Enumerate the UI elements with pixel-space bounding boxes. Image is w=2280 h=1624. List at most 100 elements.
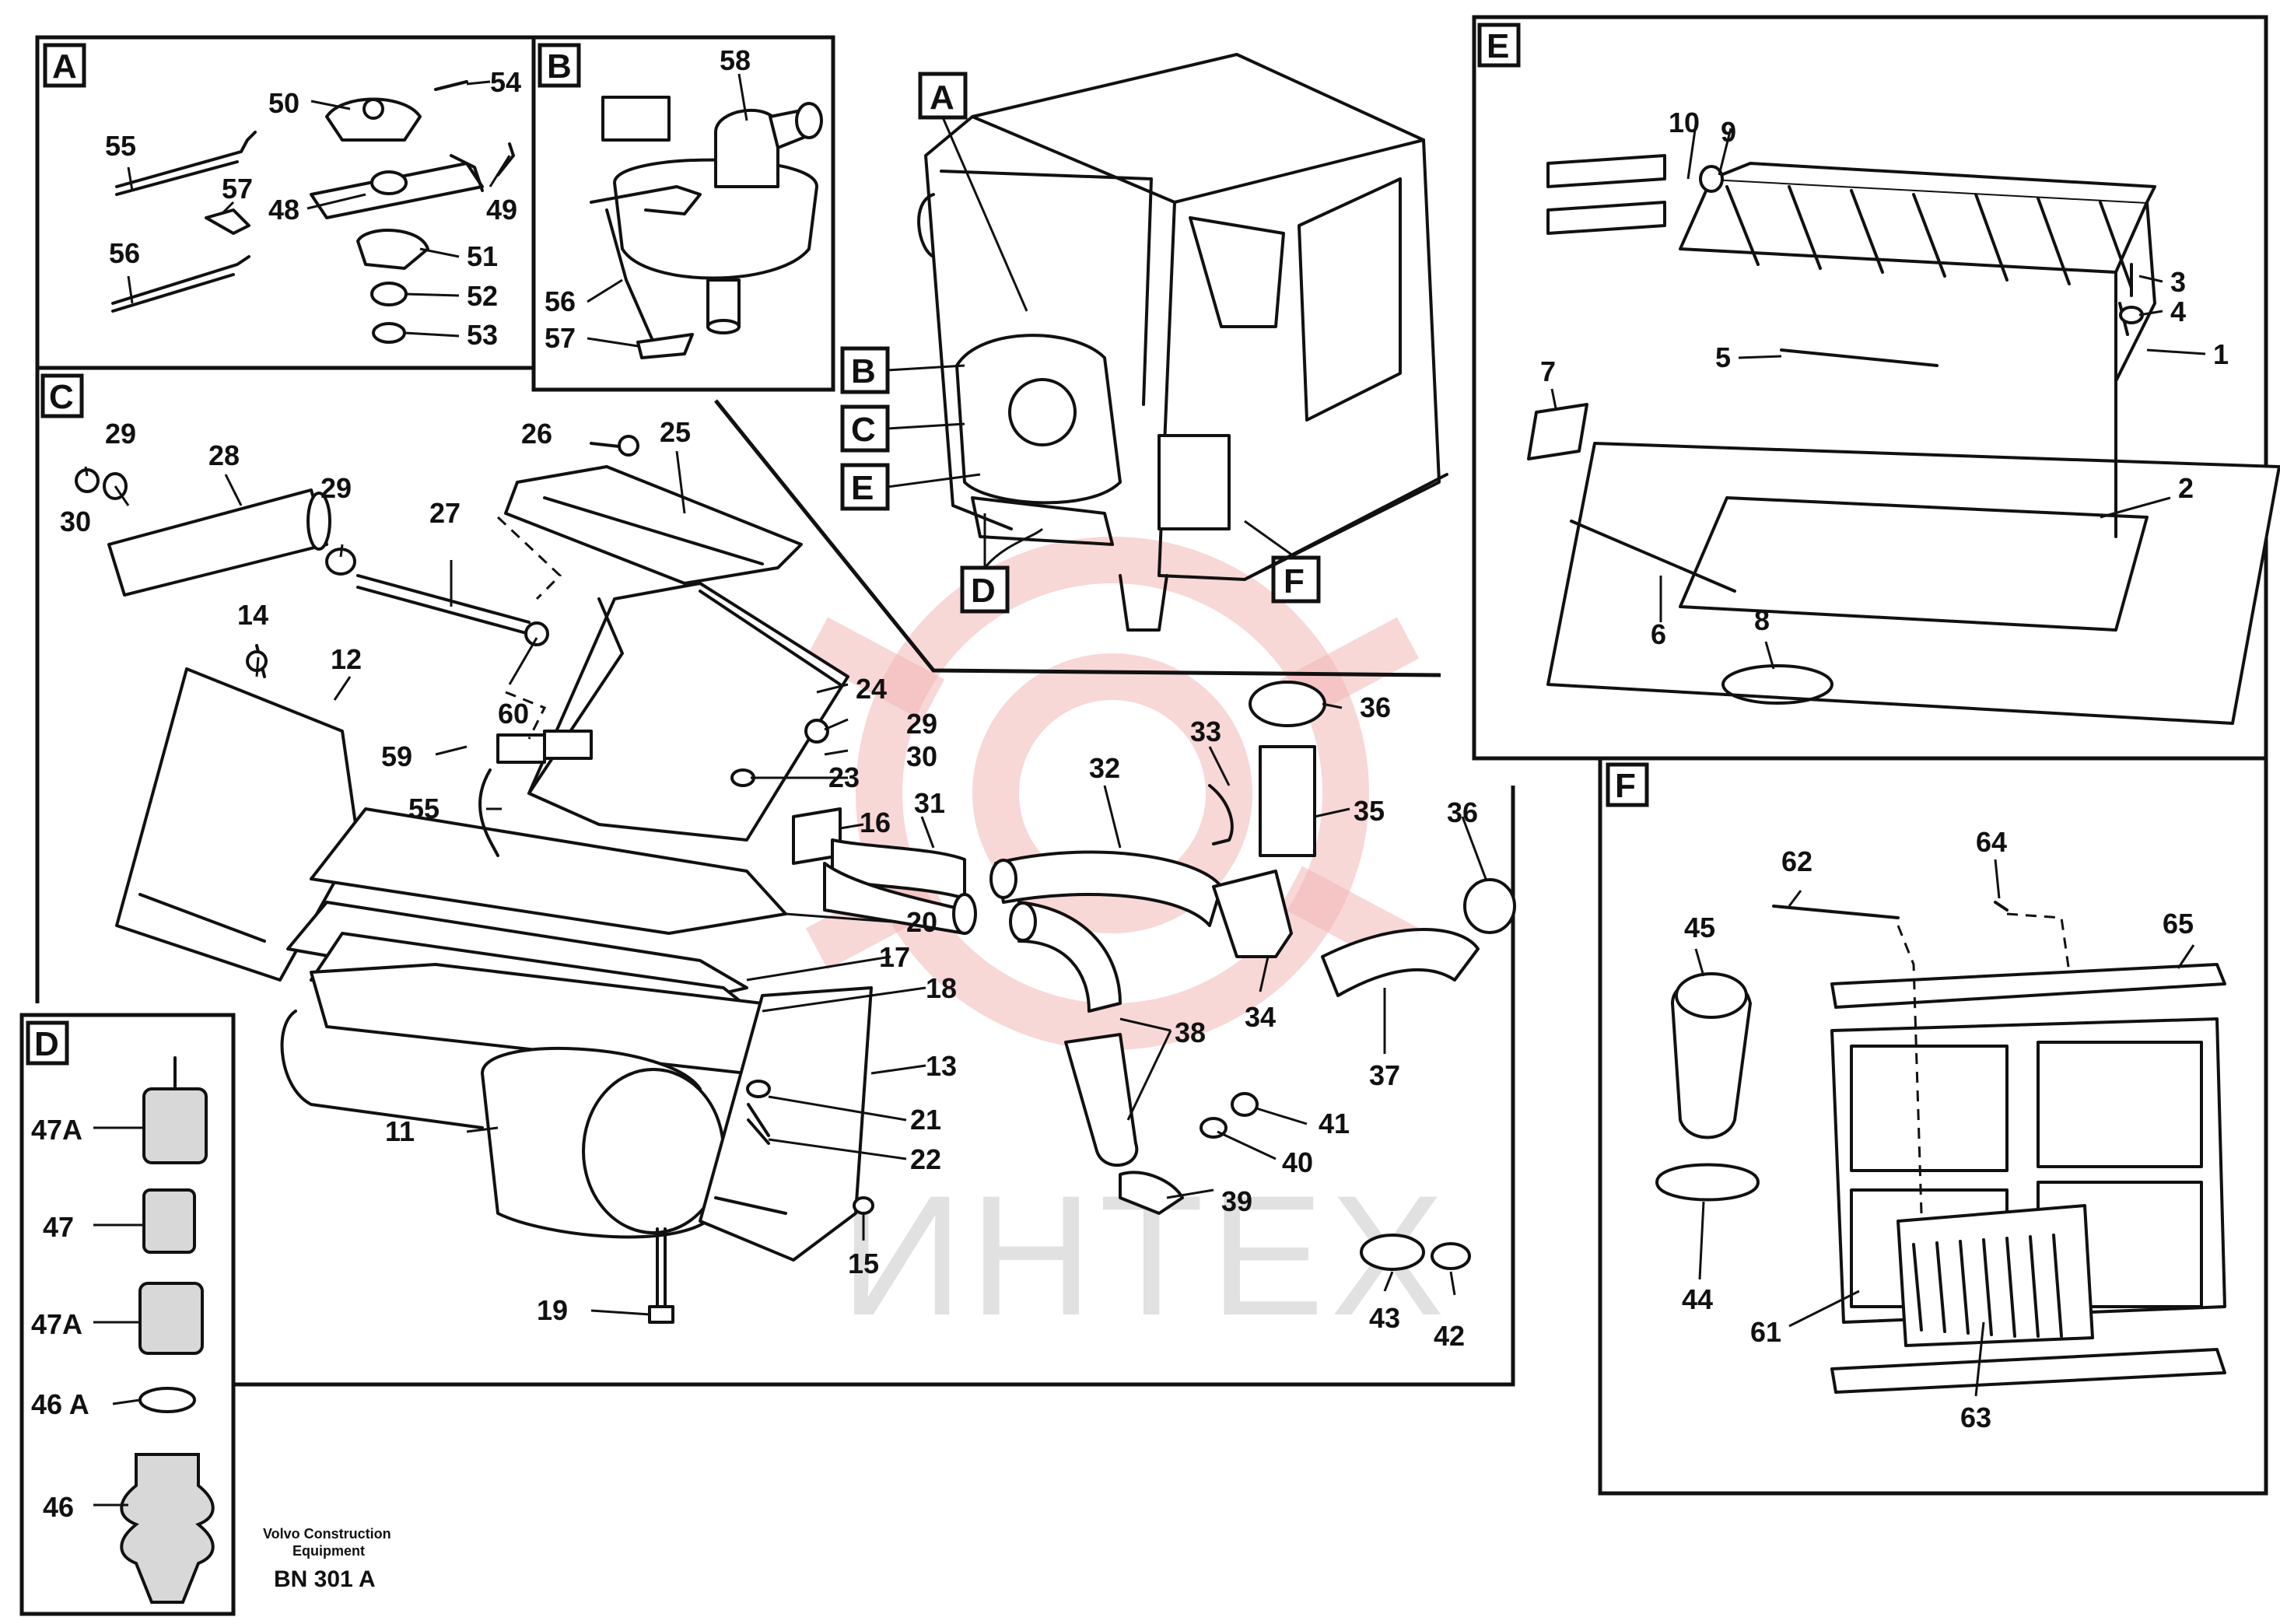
callout-11: 11 bbox=[385, 1115, 415, 1147]
callout-65: 65 bbox=[2163, 908, 2194, 940]
callout-2: 2 bbox=[2178, 472, 2194, 504]
callout-32: 32 bbox=[1089, 752, 1120, 784]
callout-13: 13 bbox=[926, 1050, 957, 1082]
callout-60: 60 bbox=[498, 698, 529, 730]
callout-46a: 46 A bbox=[31, 1388, 89, 1420]
cab-ref-e: E bbox=[851, 469, 874, 507]
callout-47a-top: 47A bbox=[31, 1114, 82, 1146]
footer-company-line2: Equipment bbox=[292, 1543, 365, 1559]
section-letter-c: C bbox=[49, 378, 74, 416]
callout-53: 53 bbox=[467, 319, 498, 351]
callout-10: 10 bbox=[1669, 107, 1700, 138]
callout-19: 19 bbox=[537, 1294, 568, 1326]
section-letter-b: B bbox=[547, 47, 572, 86]
detail-e-parts bbox=[1527, 124, 2280, 725]
callout-55-a: 55 bbox=[105, 130, 136, 162]
callout-57-b: 57 bbox=[545, 322, 576, 354]
callout-33: 33 bbox=[1190, 716, 1221, 747]
cab-ref-f: F bbox=[1284, 562, 1305, 600]
callout-44: 44 bbox=[1682, 1283, 1713, 1315]
callout-64: 64 bbox=[1976, 826, 2007, 858]
detail-d-parts bbox=[93, 1056, 215, 1604]
callout-25: 25 bbox=[660, 416, 691, 448]
callout-29-right: 29 bbox=[906, 708, 937, 740]
frame-c-diagonal bbox=[714, 399, 1441, 677]
callout-37: 37 bbox=[1369, 1059, 1400, 1091]
callout-50: 50 bbox=[268, 87, 299, 119]
callout-42: 42 bbox=[1434, 1320, 1465, 1352]
callout-17: 17 bbox=[879, 941, 910, 973]
frame-c bbox=[35, 366, 536, 1003]
callout-16: 16 bbox=[860, 807, 891, 838]
cab-ref-a: A bbox=[930, 79, 954, 117]
callout-61: 61 bbox=[1750, 1316, 1781, 1348]
callout-26: 26 bbox=[521, 418, 552, 450]
cab-ref-b: B bbox=[851, 352, 876, 390]
callout-49: 49 bbox=[486, 194, 517, 226]
callout-7: 7 bbox=[1540, 355, 1556, 387]
frame-b bbox=[531, 35, 835, 392]
callout-27: 27 bbox=[429, 497, 461, 529]
cab-ref-d: D bbox=[971, 572, 996, 610]
callout-52: 52 bbox=[467, 280, 498, 312]
callout-30-left: 30 bbox=[60, 506, 91, 537]
callout-14: 14 bbox=[237, 599, 268, 631]
callout-3: 3 bbox=[2170, 266, 2186, 298]
callout-40: 40 bbox=[1282, 1146, 1313, 1178]
callout-51: 51 bbox=[467, 240, 498, 272]
frame-d bbox=[19, 1013, 236, 1616]
callout-34: 34 bbox=[1245, 1001, 1276, 1033]
callout-15: 15 bbox=[848, 1248, 879, 1279]
callout-31: 31 bbox=[914, 787, 945, 819]
section-letter-a: A bbox=[52, 47, 77, 86]
callout-56-a: 56 bbox=[109, 237, 140, 269]
callout-41: 41 bbox=[1319, 1108, 1350, 1139]
callout-46: 46 bbox=[43, 1491, 74, 1523]
callout-29-mid: 29 bbox=[320, 472, 352, 504]
section-frames bbox=[19, 15, 2268, 1616]
callout-63: 63 bbox=[1960, 1402, 1991, 1433]
callout-54: 54 bbox=[490, 66, 521, 98]
callout-45: 45 bbox=[1684, 912, 1715, 943]
callout-29-left: 29 bbox=[105, 418, 136, 450]
callout-48: 48 bbox=[268, 194, 299, 226]
callout-58: 58 bbox=[720, 44, 751, 76]
callout-36-right: 36 bbox=[1447, 796, 1478, 828]
callout-47: 47 bbox=[43, 1211, 74, 1243]
section-letter-f: F bbox=[1615, 767, 1636, 805]
callout-6: 6 bbox=[1651, 618, 1666, 650]
cab-overview bbox=[887, 53, 1448, 632]
section-letter-d: D bbox=[34, 1025, 59, 1063]
hoses-parts bbox=[823, 681, 1516, 1296]
cab-ref-c: C bbox=[851, 411, 876, 449]
callout-43: 43 bbox=[1369, 1302, 1400, 1334]
footer-company-line1: Volvo Construction bbox=[263, 1526, 391, 1542]
detail-f-parts bbox=[1655, 859, 2226, 1397]
section-letter-e: E bbox=[1487, 27, 1509, 65]
callout-55-c: 55 bbox=[408, 793, 440, 824]
callout-47a-bottom: 47A bbox=[31, 1308, 82, 1340]
detail-c-parts bbox=[75, 435, 926, 1324]
callout-21: 21 bbox=[910, 1104, 941, 1136]
callout-30-right: 30 bbox=[906, 740, 937, 772]
callout-5: 5 bbox=[1715, 341, 1731, 373]
callout-38: 38 bbox=[1175, 1017, 1206, 1048]
callout-4: 4 bbox=[2170, 296, 2186, 327]
callout-39: 39 bbox=[1221, 1185, 1252, 1217]
callout-36-top: 36 bbox=[1360, 691, 1391, 723]
callout-9: 9 bbox=[1721, 116, 1736, 148]
callout-8: 8 bbox=[1754, 604, 1770, 636]
frame-c-bottom bbox=[233, 786, 1515, 1387]
callout-23: 23 bbox=[828, 761, 860, 793]
callout-28: 28 bbox=[208, 439, 240, 471]
callout-59: 59 bbox=[381, 740, 412, 772]
callout-1: 1 bbox=[2213, 338, 2229, 370]
detail-a-parts bbox=[111, 80, 515, 344]
callout-24: 24 bbox=[856, 673, 887, 705]
callout-20: 20 bbox=[906, 906, 937, 938]
callout-35: 35 bbox=[1354, 795, 1385, 827]
callout-numbers: 50 54 55 57 48 49 56 51 52 53 58 56 57 2… bbox=[31, 44, 2229, 1523]
callout-62: 62 bbox=[1781, 845, 1812, 877]
detail-b-parts bbox=[587, 73, 823, 359]
callout-22: 22 bbox=[910, 1143, 941, 1175]
